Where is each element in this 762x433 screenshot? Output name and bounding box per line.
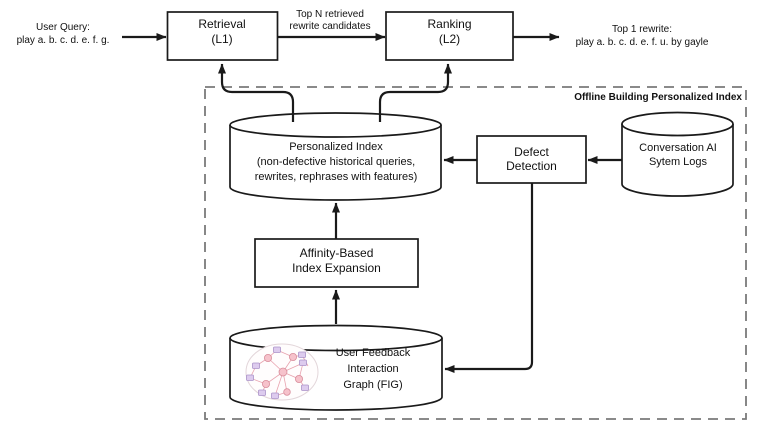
personalized-index-cylinder bbox=[229, 112, 442, 201]
fig-line2: Interaction bbox=[347, 363, 399, 375]
conversation-logs-cylinder bbox=[621, 111, 734, 197]
user-query-line2: play a. b. c. d. e. f. g. bbox=[16, 35, 110, 46]
retrieval-line2: (L1) bbox=[211, 32, 233, 46]
personalized-index-line2: (non-defective historical queries, bbox=[256, 156, 416, 168]
affinity-line1: Affinity-Based bbox=[299, 246, 374, 260]
defect-line2: Detection bbox=[506, 159, 557, 173]
user-query-label: User Query: play a. b. c. d. e. f. g. bbox=[4, 21, 122, 47]
personalized-index-line3: rewrites, rephrases with features) bbox=[254, 171, 418, 183]
offline-dashed-container bbox=[204, 86, 747, 420]
connector-index-to-retrieval bbox=[218, 63, 295, 122]
fig-graph-illustration bbox=[245, 343, 319, 401]
retrieval-line1: Retrieval bbox=[198, 17, 246, 31]
top-n-edge-label: Top N retrieved rewrite candidates bbox=[279, 9, 381, 33]
affinity-expansion-box bbox=[254, 238, 419, 288]
retrieval-box bbox=[166, 11, 279, 61]
conversation-logs-label: Conversation AI Sytem Logs bbox=[620, 141, 736, 169]
affinity-expansion-label: Affinity-Based Index Expansion bbox=[255, 246, 418, 276]
top-n-line1: Top N retrieved bbox=[296, 9, 364, 20]
defect-line1: Defect bbox=[514, 145, 549, 159]
top-1-line2: play a. b. c. d. e. f. u. by gayle bbox=[575, 37, 709, 48]
affinity-line2: Index Expansion bbox=[292, 261, 381, 275]
top-1-output-label: Top 1 rewrite: play a. b. c. d. e. f. u.… bbox=[558, 23, 726, 49]
user-query-line1: User Query: bbox=[36, 22, 90, 33]
connector-index-to-ranking bbox=[378, 63, 452, 122]
ranking-label: Ranking (L2) bbox=[386, 17, 513, 47]
ranking-box bbox=[385, 11, 514, 61]
personalized-index-label: Personalized Index (non-defective histor… bbox=[234, 140, 438, 185]
top-1-line1: Top 1 rewrite: bbox=[611, 24, 673, 35]
offline-container-title: Offline Building Personalized Index bbox=[480, 92, 742, 104]
retrieval-label: Retrieval (L1) bbox=[167, 17, 277, 47]
offline-title-text: Offline Building Personalized Index bbox=[574, 92, 742, 103]
convai-line2: Sytem Logs bbox=[648, 156, 708, 168]
defect-detection-label: Defect Detection bbox=[477, 145, 586, 173]
convai-line1: Conversation AI bbox=[639, 142, 717, 154]
fig-line3: Graph (FIG) bbox=[343, 379, 403, 391]
ranking-line2: (L2) bbox=[438, 32, 461, 46]
fig-line1: User Feedback bbox=[335, 347, 411, 359]
personalized-index-line1: Personalized Index bbox=[289, 141, 383, 153]
top-n-line2: rewrite candidates bbox=[289, 21, 371, 32]
feedback-graph-label: User Feedback Interaction Graph (FIG) bbox=[314, 345, 432, 393]
ranking-line1: Ranking bbox=[427, 17, 472, 31]
arrow-defect-to-fig bbox=[444, 183, 534, 373]
